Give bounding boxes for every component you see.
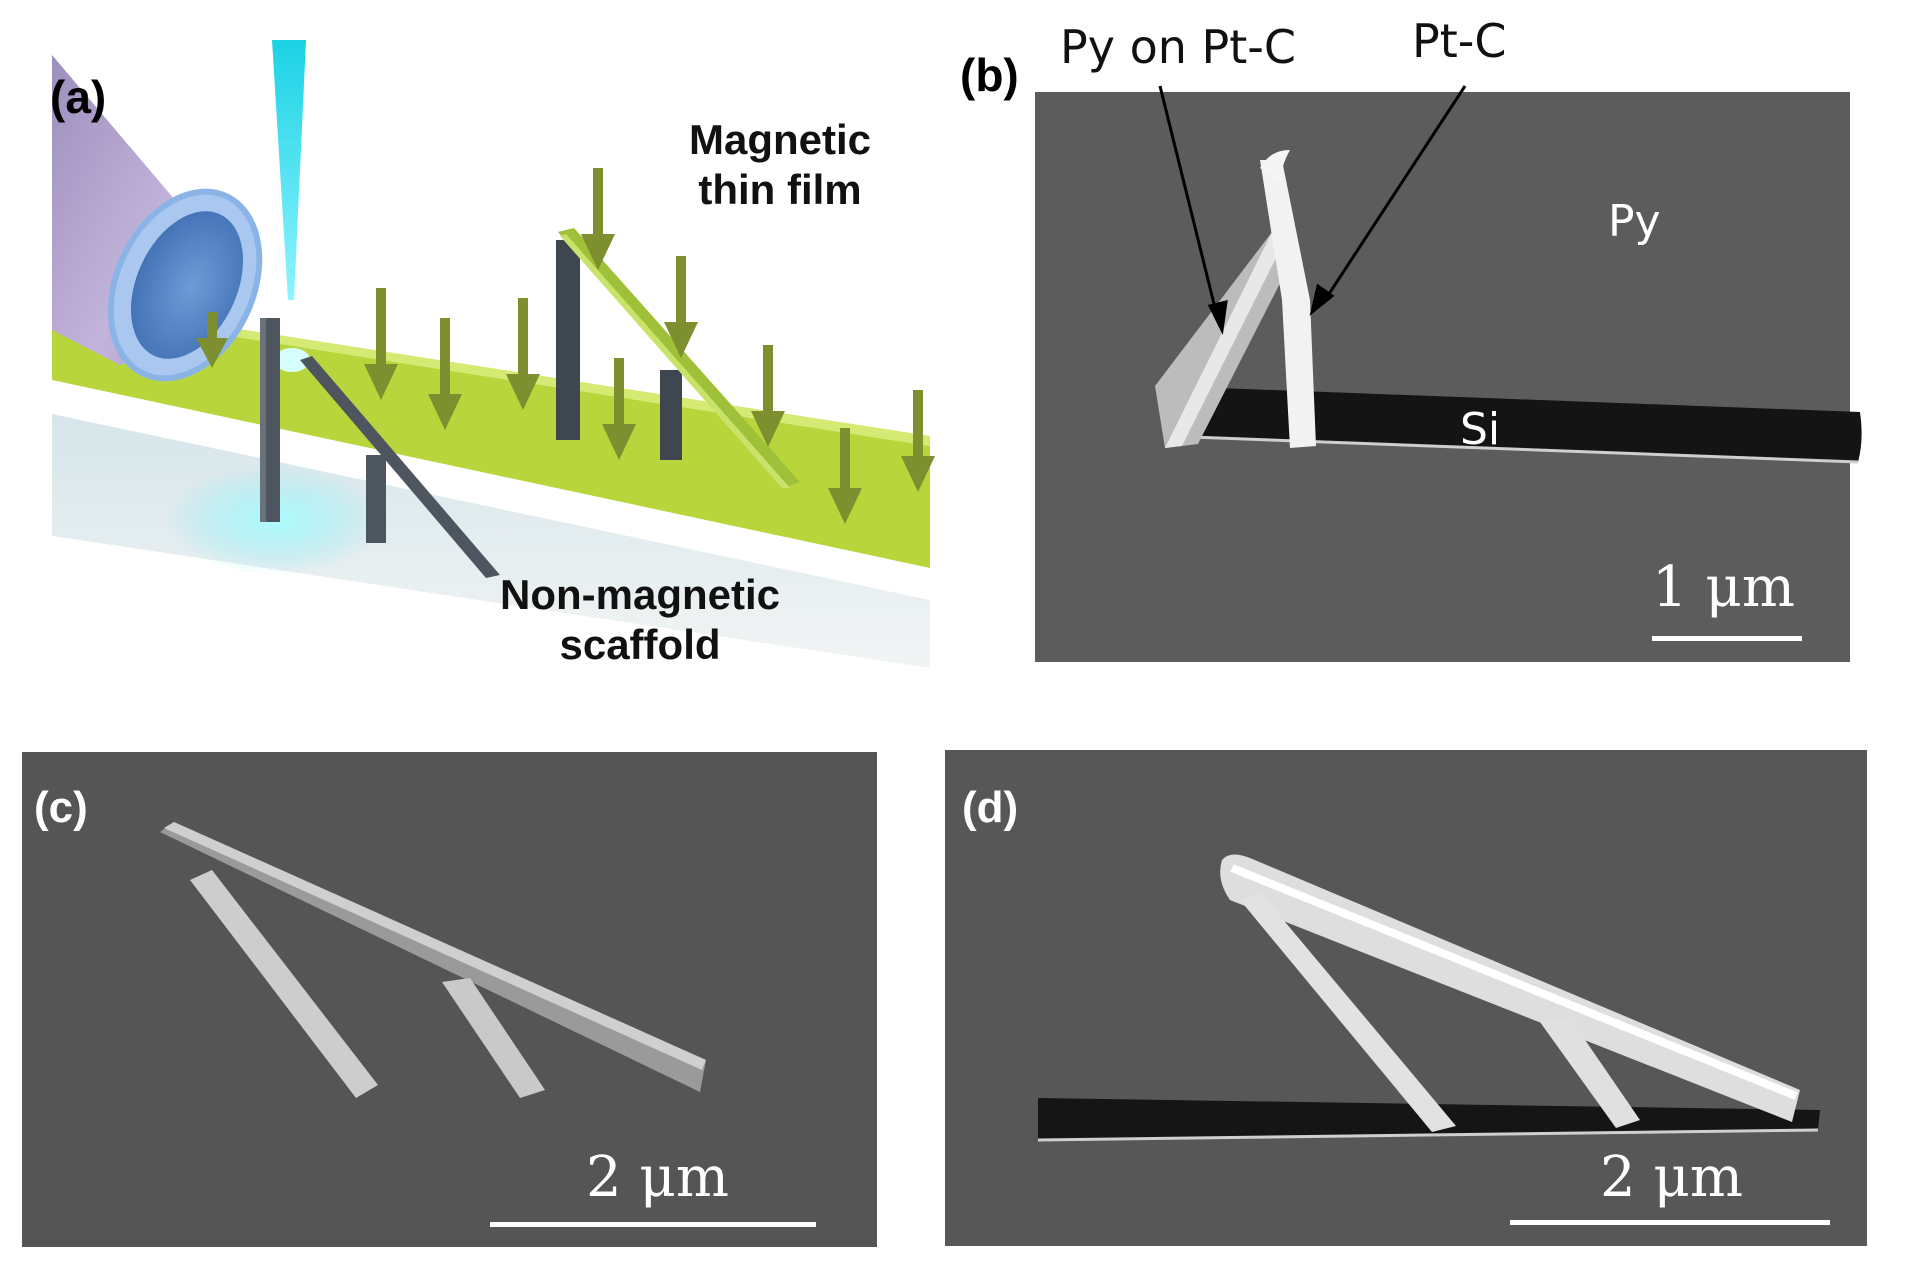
d-leg-1 [1240, 892, 1456, 1132]
panel-b-label: (b) [960, 49, 1019, 101]
d-leg-2 [1540, 1018, 1640, 1128]
panel-b-sem-image [1035, 85, 1862, 662]
c-leg-2 [442, 978, 545, 1098]
py-region-label: Py [1608, 196, 1661, 247]
scale-bar-d [1510, 1220, 1830, 1225]
py-on-ptc-annotation: Py on Pt-C [1060, 20, 1296, 74]
scale-bar-c-text: 2 μm [586, 1145, 729, 1210]
structure-tip [1260, 150, 1290, 185]
scaffold-line-1: Non-magnetic [499, 571, 780, 618]
ptc-annotation: Pt-C [1412, 14, 1507, 68]
sem-field-d [945, 750, 1867, 1246]
scale-bar-b [1652, 636, 1802, 641]
si-region-label: Si [1460, 404, 1501, 455]
scaffold-beam-1 [300, 356, 500, 578]
c-leg-1 [190, 870, 378, 1098]
panel-d-label: (d) [962, 783, 1019, 832]
coated-beam [558, 228, 800, 488]
arrow-1 [196, 312, 228, 368]
arrow-4 [506, 298, 540, 410]
scale-bar-c [490, 1222, 816, 1227]
arrow-5 [581, 168, 615, 270]
scale-bar-b-text: 1 μm [1652, 555, 1795, 620]
panel-c-label: (c) [34, 783, 88, 832]
coated-pillar-1 [556, 240, 580, 440]
si-trench [1165, 386, 1862, 462]
panel-c: (c) 2 μm [0, 740, 900, 1260]
arrow-7 [602, 358, 636, 460]
panel-d-sem-image [945, 750, 1867, 1246]
coated-pillar-2 [660, 370, 682, 460]
sem-field-c [22, 752, 877, 1247]
panel-a: (a) Magnetic thin film Non-magnetic scaf… [0, 0, 940, 680]
magnetic-film-line-2: thin film [698, 166, 862, 214]
arrow-py-on-ptc [1158, 85, 1220, 321]
panel-b: (b) Py on Pt-C Pt-C Py Si 1 μm [960, 0, 1912, 680]
arrow-8 [751, 345, 785, 447]
panel-a-label: (a) [50, 71, 107, 123]
annotation-arrows [1158, 85, 1467, 335]
scaffold-pillar-2 [366, 455, 386, 543]
arrow-3 [428, 318, 462, 430]
panel-c-sem-image [22, 752, 877, 1247]
panel-a-schematic [52, 40, 935, 680]
deposition-arrows [196, 168, 935, 524]
magnetic-film-label: Magnetic thin film [650, 115, 910, 216]
arrow-10 [901, 390, 935, 492]
scale-bar-d-text: 2 μm [1600, 1145, 1743, 1210]
arrow-2 [364, 288, 398, 400]
beam-spot [274, 348, 310, 372]
c-main-beam [160, 822, 706, 1092]
panel-d: (d) 2 μm [940, 740, 1912, 1260]
arrow-9 [828, 428, 862, 524]
arrow-6 [664, 256, 698, 358]
focused-beam [272, 40, 306, 300]
scaffold-line-2: scaffold [559, 621, 721, 669]
structure-right-leg [1260, 160, 1316, 448]
scaffold-label: Non-magnetic scaffold [470, 570, 810, 671]
magnetic-film-line-1: Magnetic [688, 116, 872, 163]
arrow-ptc [1323, 85, 1467, 301]
